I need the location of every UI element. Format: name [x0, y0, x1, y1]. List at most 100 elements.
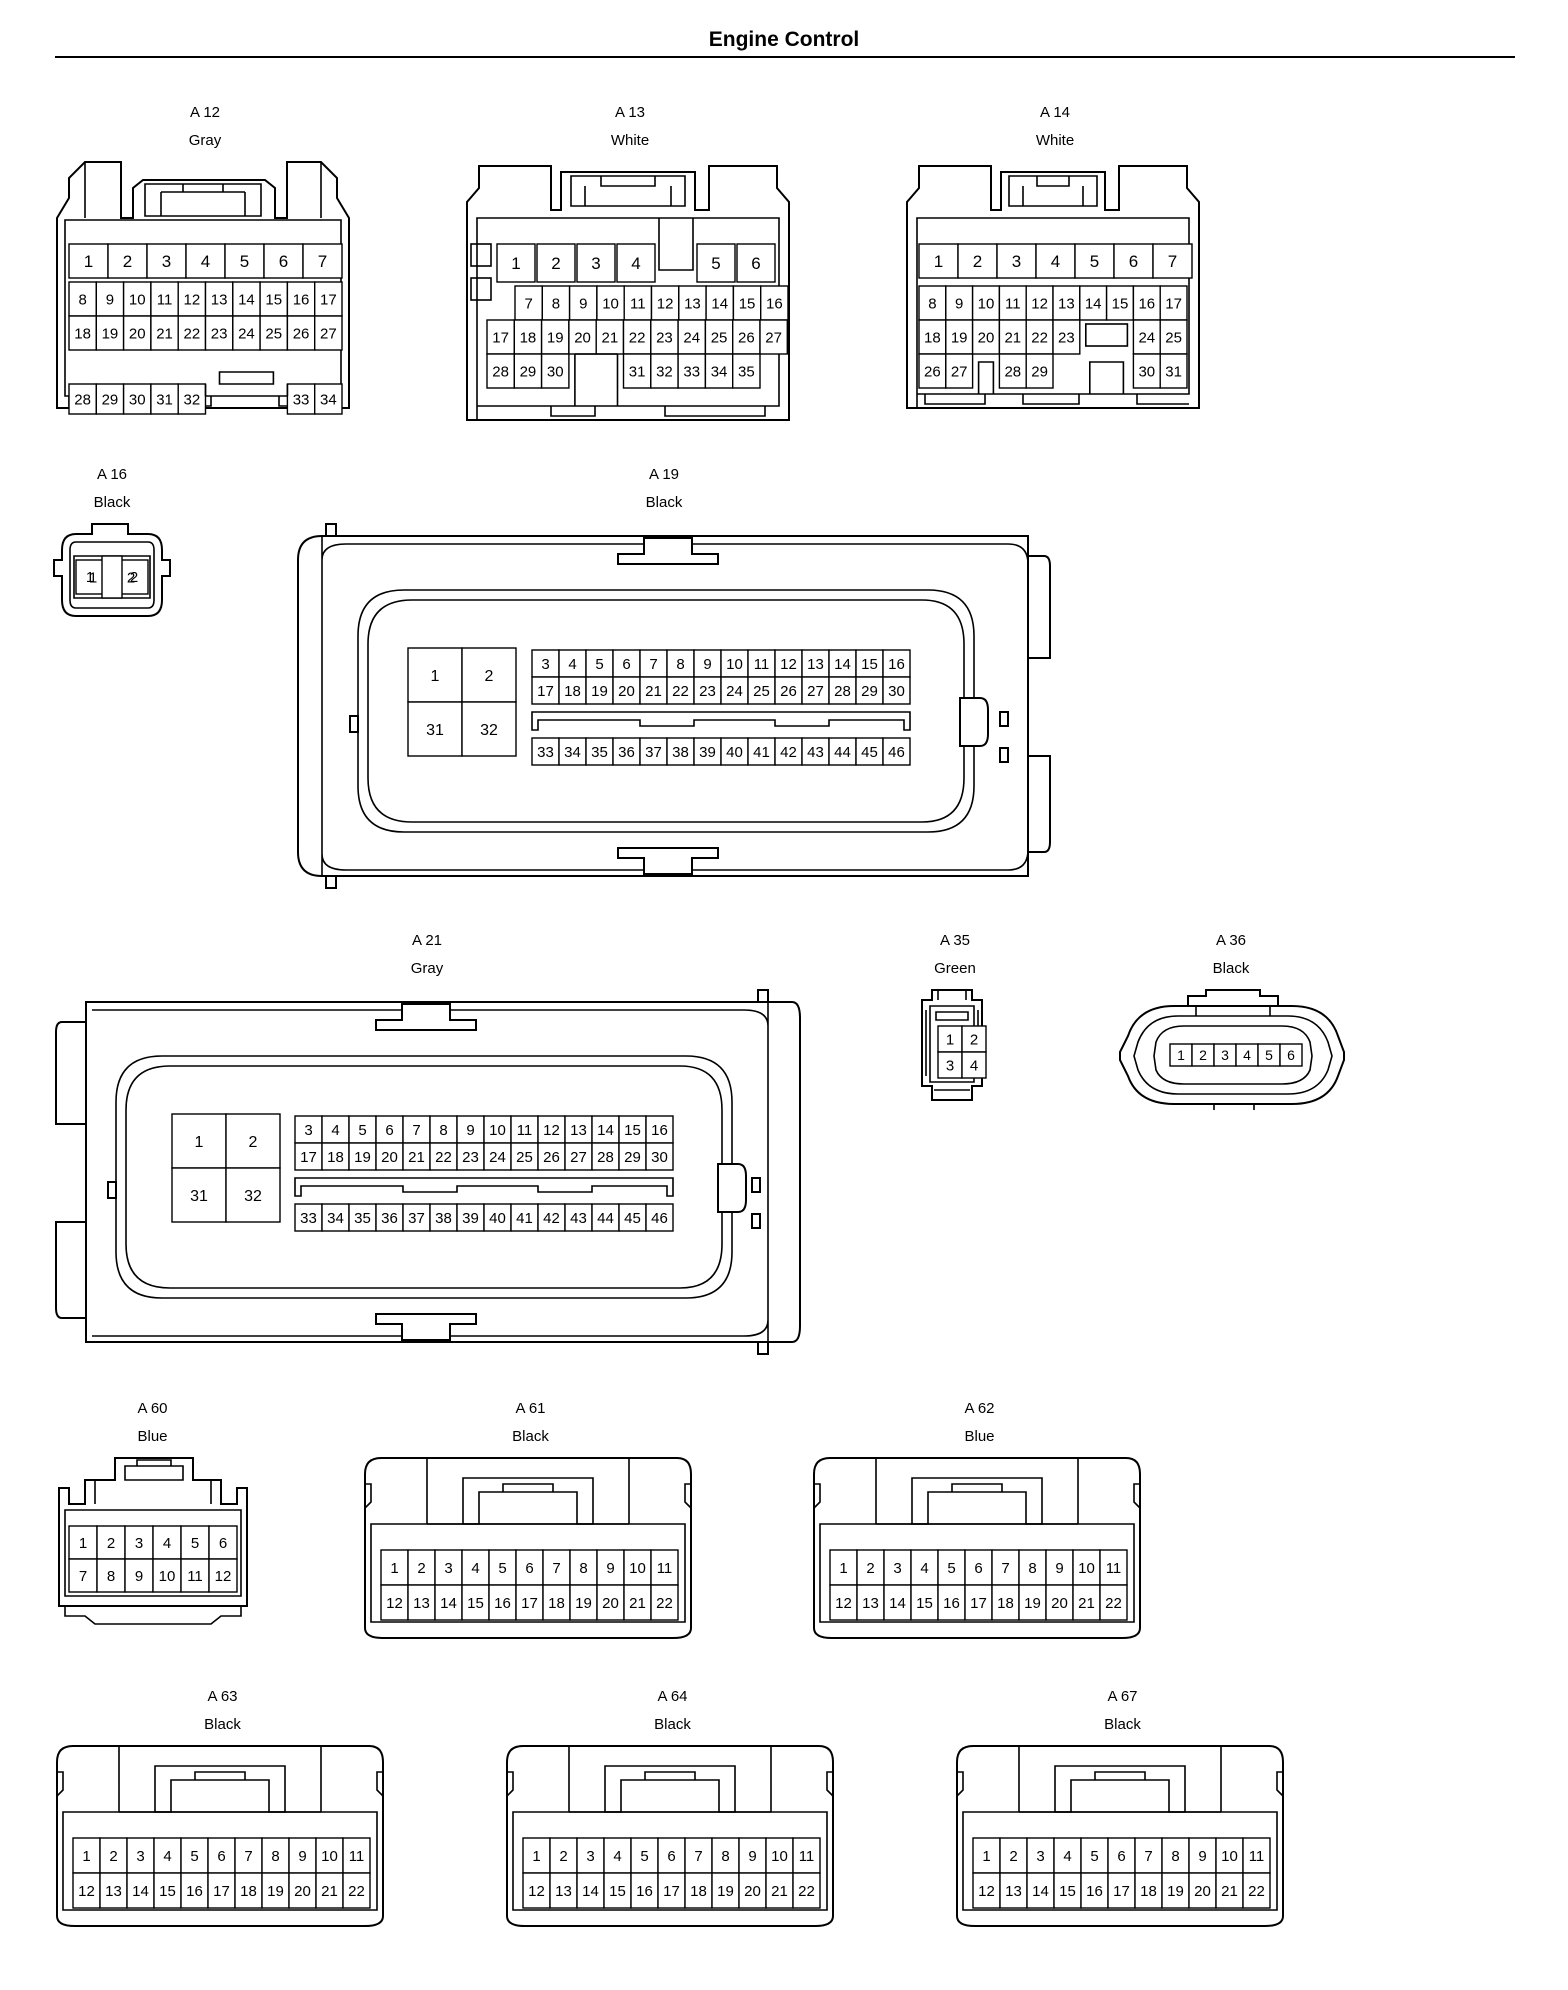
pin-cell — [314, 383, 343, 415]
pin-cell — [456, 1203, 485, 1232]
pin-label: 7 — [694, 1848, 702, 1865]
pin-cell — [801, 737, 830, 766]
connector-color: Gray — [188, 132, 222, 149]
pin-label: 1 — [934, 252, 943, 271]
pin-label: 27 — [951, 363, 968, 380]
pin-label: 7 — [244, 1848, 252, 1865]
pin-label: 19 — [547, 329, 564, 346]
pin-label: 20 — [294, 1883, 311, 1900]
pin-cell — [760, 285, 789, 321]
pin-label: 22 — [798, 1883, 815, 1900]
pin-cell — [122, 383, 152, 415]
pin-label: 28 — [597, 1149, 614, 1166]
pin-label: 5 — [498, 1560, 506, 1577]
pin-cell — [639, 737, 668, 766]
pin-label: 1 — [982, 1848, 990, 1865]
pin-label: 33 — [683, 363, 700, 380]
pin-label: 2 — [417, 1560, 425, 1577]
pin-label: 40 — [489, 1210, 506, 1227]
pin-label: 1 — [84, 252, 93, 271]
pin-label: 4 — [471, 1560, 479, 1577]
pin-label: 19 — [951, 329, 968, 346]
pin-label: 21 — [645, 683, 662, 700]
pin-cell — [576, 1872, 605, 1909]
pin-cell — [991, 1584, 1020, 1621]
pin-cell — [1099, 1584, 1128, 1621]
pin-label: 4 — [920, 1560, 928, 1577]
pin-label: 9 — [106, 291, 114, 308]
pin-label: 4 — [331, 1122, 339, 1139]
connector-id: A 64 — [657, 1688, 688, 1705]
pin-label: 34 — [564, 744, 581, 761]
pin-cell — [124, 1525, 154, 1560]
pin-label: 29 — [1031, 363, 1048, 380]
pin-label: 2 — [485, 668, 494, 685]
connector-id: A 62 — [964, 1400, 995, 1417]
pin-cell — [616, 243, 656, 283]
pin-label: 6 — [219, 1535, 227, 1552]
pin-label: 6 — [1117, 1848, 1125, 1865]
pin-label: 28 — [1004, 363, 1021, 380]
pin-label: 6 — [217, 1848, 225, 1865]
pin-label: 2 — [551, 254, 560, 273]
pin-cell — [639, 649, 668, 678]
pin-cell — [68, 383, 97, 415]
pin-cell — [558, 737, 587, 766]
pin-label: 22 — [1105, 1595, 1122, 1612]
pin-label: 17 — [1165, 295, 1182, 312]
connector-id: A 14 — [1039, 104, 1071, 121]
pin-label: 16 — [943, 1595, 960, 1612]
pin-label: 14 — [834, 656, 851, 673]
pin-label: 8 — [439, 1122, 447, 1139]
pin-cell — [177, 383, 207, 415]
pin-label: 10 — [489, 1122, 506, 1139]
pin-label: 36 — [618, 744, 635, 761]
pin-label: 10 — [726, 656, 743, 673]
pin-label: 17 — [492, 329, 509, 346]
pin-label: 6 — [385, 1122, 393, 1139]
connector-id: A 12 — [189, 104, 221, 121]
pin-cell — [1134, 1872, 1163, 1909]
pin-label: 30 — [129, 391, 146, 408]
pin-label: 25 — [711, 329, 728, 346]
pin-label: 35 — [738, 363, 755, 380]
pin-label: 15 — [265, 291, 282, 308]
pin-cell — [585, 737, 614, 766]
pin-label: 1 — [390, 1560, 398, 1577]
pin-cell — [1025, 285, 1054, 321]
pin-label: 2 — [1009, 1848, 1017, 1865]
pin-label: 8 — [78, 291, 86, 308]
pin-cell — [645, 1142, 674, 1171]
pin-label: 30 — [547, 363, 564, 380]
pin-cell — [618, 1203, 647, 1232]
pin-label: 23 — [1058, 329, 1075, 346]
title-rule — [55, 56, 1515, 58]
pin-cell — [488, 1549, 517, 1586]
pin-label: 15 — [916, 1595, 933, 1612]
connector-color: Black — [1212, 960, 1250, 977]
pin-label: 11 — [799, 1848, 815, 1865]
pin-label: 13 — [807, 656, 824, 673]
pin-cell — [549, 1837, 578, 1874]
pin-label: 1 — [89, 569, 97, 586]
pin-cell — [483, 1203, 512, 1232]
pin-label: 17 — [213, 1883, 230, 1900]
pin-cell — [522, 1837, 551, 1874]
pin-cell — [294, 1115, 323, 1144]
pin-label: 14 — [1032, 1883, 1049, 1900]
pin-label: 27 — [320, 325, 337, 342]
pin-label: 15 — [1059, 1883, 1076, 1900]
svg-text:1: 1 — [86, 569, 94, 586]
pin-cell — [801, 676, 830, 705]
pin-cell — [294, 1142, 323, 1171]
pin-label: 8 — [552, 295, 560, 312]
pin-label: 12 — [780, 656, 797, 673]
pin-cell — [558, 676, 587, 705]
connector-color: Black — [654, 1716, 691, 1733]
pin-label: 19 — [267, 1883, 284, 1900]
pin-label: 13 — [684, 295, 701, 312]
